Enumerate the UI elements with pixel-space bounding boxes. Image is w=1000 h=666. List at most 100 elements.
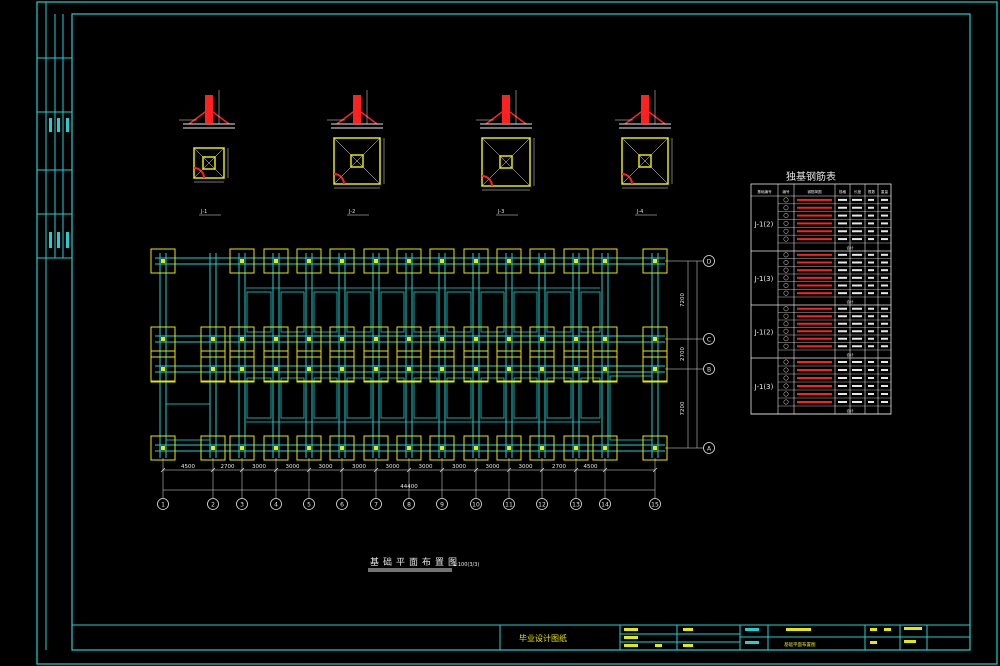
column	[274, 367, 278, 371]
rebar-mark	[783, 399, 789, 405]
column	[653, 367, 657, 371]
column	[161, 446, 165, 450]
footing	[229, 248, 255, 274]
column	[211, 446, 215, 450]
bay-dim-2: 2700	[221, 464, 235, 470]
column	[240, 259, 244, 263]
stair-bay	[609, 375, 653, 441]
column	[653, 337, 657, 341]
combined-footing	[429, 326, 455, 383]
rebar-mark	[783, 197, 789, 203]
rebar-mark	[783, 391, 789, 397]
stair-bay	[165, 403, 211, 441]
rebar-shape	[797, 261, 832, 264]
footing-group-label-1: J-1(2)	[754, 221, 774, 229]
rebar-mark	[783, 336, 789, 342]
bay-lower	[513, 377, 538, 419]
column	[440, 446, 444, 450]
column	[474, 367, 478, 371]
rebar-shape	[797, 222, 832, 225]
axis-bubble-D	[703, 255, 715, 267]
bay-upper	[380, 291, 405, 333]
rebar-shape	[797, 214, 832, 217]
bay-lower	[346, 377, 372, 419]
combined-footing	[329, 326, 355, 383]
column	[440, 367, 444, 371]
column	[274, 259, 278, 263]
column	[603, 367, 607, 371]
footing-plan-square	[333, 137, 381, 185]
column	[507, 367, 511, 371]
drawing-name: 基础平面布置图	[784, 641, 816, 648]
rebar-shape	[797, 345, 832, 348]
rebar-mark	[783, 321, 789, 327]
column-square	[350, 154, 364, 168]
column	[574, 446, 578, 450]
axis-bubble-A	[703, 442, 715, 454]
axis-label-11: 11	[505, 502, 513, 509]
bay-dim-5: 3000	[319, 464, 333, 470]
axis-bubble-5	[303, 498, 315, 510]
bay-dim-7: 3000	[386, 464, 400, 470]
rebar-shape	[797, 269, 832, 272]
column	[507, 259, 511, 263]
column	[211, 337, 215, 341]
footing	[563, 248, 589, 274]
pedestal-rebar	[205, 95, 213, 123]
combined-footing	[363, 326, 389, 383]
column	[340, 367, 344, 371]
rebar-shape	[797, 315, 832, 318]
bay-lower	[246, 377, 272, 419]
footing-plan-square	[193, 147, 225, 179]
axis-bubble-13	[570, 498, 582, 510]
column	[407, 446, 411, 450]
bay-upper	[580, 291, 601, 333]
rebar-shape	[797, 369, 832, 371]
bay-lower	[580, 377, 601, 419]
bay-upper	[546, 291, 572, 333]
vertical-dim-2: 2700	[680, 347, 686, 361]
column	[307, 337, 311, 341]
footing-plan-square	[481, 137, 531, 187]
axis-label-13: 13	[572, 502, 580, 509]
rebar-shape	[797, 253, 832, 256]
rebar-mark	[783, 236, 789, 242]
rebar-mark	[783, 283, 789, 288]
column	[307, 367, 311, 371]
plan-title: 基础平面布置图	[370, 556, 461, 568]
column	[161, 337, 165, 341]
rebar-table-title: 独基钢筋表	[786, 170, 836, 183]
rebar-mark	[783, 343, 789, 349]
axis-bubble-9	[436, 498, 448, 510]
rebar-shape	[797, 330, 832, 333]
column	[240, 367, 244, 371]
section-label-1: J-1	[200, 209, 207, 215]
axis-label-14: 14	[601, 502, 609, 509]
table-header-6: 根数	[868, 189, 876, 194]
axis-bubble-7	[370, 498, 382, 510]
inner-border	[71, 13, 971, 651]
rebar-shape	[797, 322, 832, 325]
bay-lower	[380, 377, 405, 419]
column	[340, 337, 344, 341]
axis-label-C: C	[707, 337, 711, 344]
column	[653, 446, 657, 450]
rebar-shape	[797, 198, 832, 201]
footing	[529, 248, 555, 274]
bay-upper	[513, 291, 538, 333]
plan-scale: 1:100(3/3)	[453, 562, 479, 568]
column	[603, 259, 607, 263]
rebar-mark	[783, 220, 789, 226]
axis-bubble-10	[470, 498, 482, 510]
pedestal-rebar	[502, 95, 510, 123]
total-dim: 44400	[400, 484, 418, 490]
axis-label-1: 1	[161, 502, 165, 509]
axis-label-2: 2	[211, 502, 215, 509]
column	[211, 367, 215, 371]
combined-footing	[642, 326, 668, 383]
subtotal-label-2: 合计	[846, 299, 854, 304]
table-header-4: 规格	[839, 189, 847, 194]
bay-dim-4: 3000	[286, 464, 300, 470]
section-detail-3: J-3	[476, 90, 535, 216]
